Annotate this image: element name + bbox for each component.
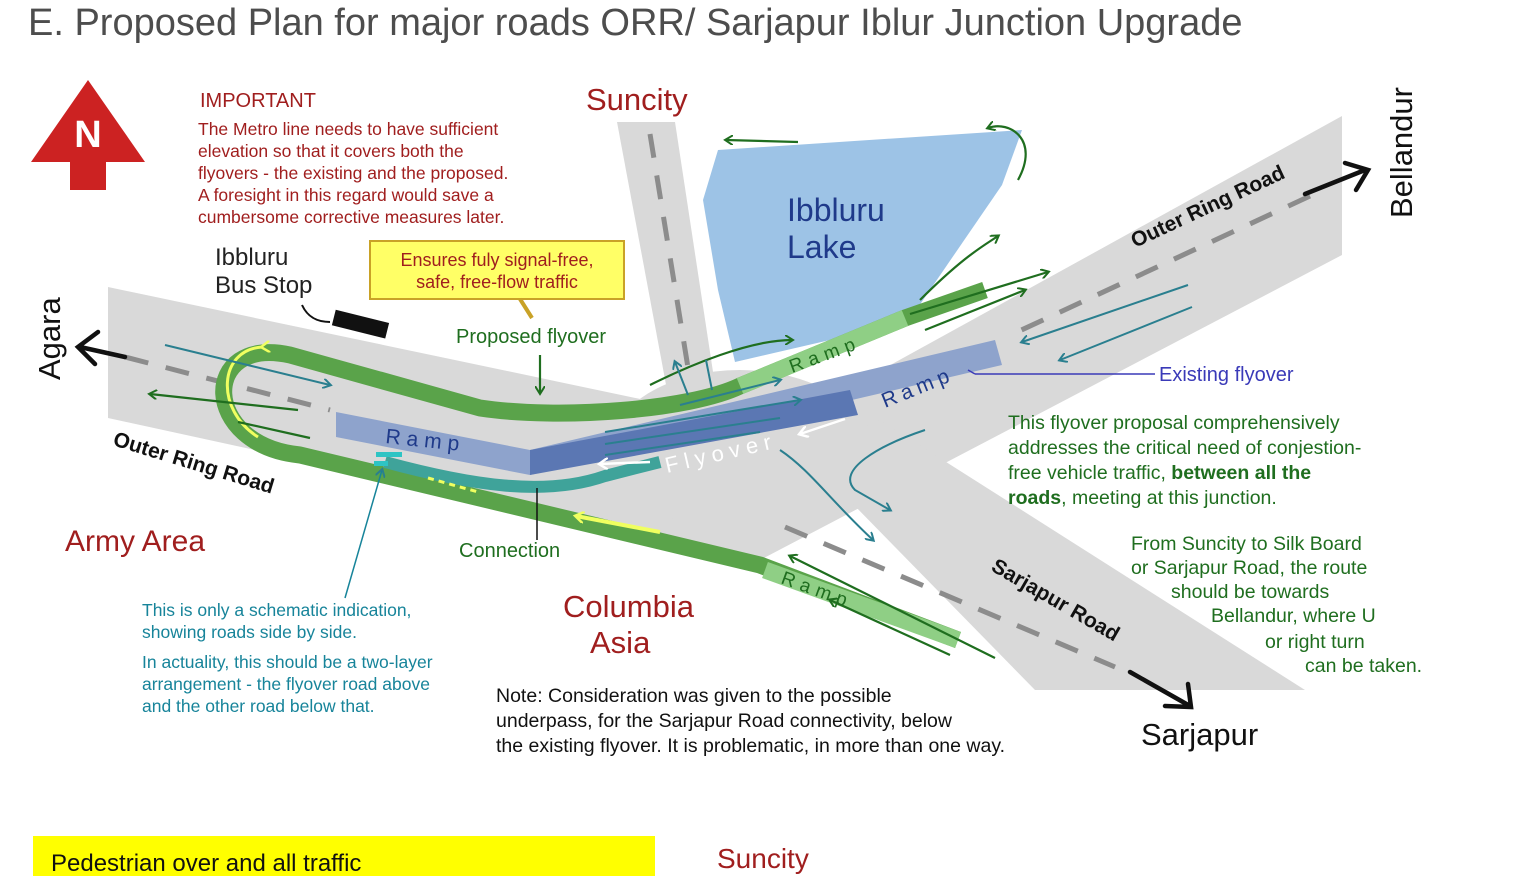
route-line: From Suncity to Silk Board xyxy=(1131,533,1362,555)
proposed-flyover-label: Proposed flyover xyxy=(456,326,606,348)
place-bellandur: Bellandur xyxy=(1384,87,1419,218)
svg-text:free vehicle traffic, between: free vehicle traffic, between all the xyxy=(1008,462,1311,484)
next-slide-suncity: Suncity xyxy=(717,843,809,874)
route-line: should be towards xyxy=(1171,581,1330,603)
arrow-to-agara xyxy=(74,329,128,367)
schematic-line: In actuality, this should be a two-layer xyxy=(142,652,433,672)
place-columbia-asia: Columbia xyxy=(563,589,695,624)
proposal-line: , meeting at this junction. xyxy=(1061,487,1277,509)
route-note: From Suncity to Silk Board or Sarjapur R… xyxy=(1131,533,1422,677)
direction-arrows xyxy=(74,160,1372,710)
schematic-note: This is only a schematic indication, sho… xyxy=(142,600,433,716)
flow-arrows-green xyxy=(150,126,1048,659)
route-line: Bellandur, where U xyxy=(1211,605,1376,627)
important-line: flyovers - the existing and the proposed… xyxy=(198,163,508,183)
proposed-flyover xyxy=(215,281,988,648)
proposal-line: free vehicle traffic, xyxy=(1008,462,1171,484)
route-line: or Sarjapur Road, the route xyxy=(1131,557,1367,579)
ibbluru-lake xyxy=(703,130,1022,362)
route-line: or right turn xyxy=(1265,631,1365,653)
next-slide-banner: Pedestrian over and all traffic xyxy=(33,836,655,877)
connection-label: Connection xyxy=(459,540,560,562)
important-note: IMPORTANT The Metro line needs to have s… xyxy=(198,90,508,227)
proposal-line: addresses the critical need of conjestio… xyxy=(1008,437,1361,459)
connection-junction-marker xyxy=(374,452,402,466)
loop-arrow-yellow xyxy=(225,347,262,439)
lake-label: Ibbluru xyxy=(787,192,885,228)
underpass-note: Note: Consideration was given to the pos… xyxy=(496,685,1005,757)
schematic-line: This is only a schematic indication, xyxy=(142,600,411,620)
proposal-note: This flyover proposal comprehensively ad… xyxy=(1008,412,1361,509)
existing-flyover-label: Existing flyover xyxy=(1159,364,1294,386)
place-suncity: Suncity xyxy=(586,82,688,117)
ramp-light-south xyxy=(762,562,961,648)
bus-stop-label: Ibbluru xyxy=(215,244,288,271)
lake-label: Lake xyxy=(787,229,856,265)
underpass-line: underpass, for the Sarjapur Road connect… xyxy=(496,710,953,732)
place-agara: Agara xyxy=(32,297,67,380)
svg-text:roads, meeting at this junctio: roads, meeting at this junction. xyxy=(1008,487,1277,509)
next-slide-banner-text: Pedestrian over and all traffic xyxy=(51,850,362,877)
place-army-area: Army Area xyxy=(65,525,205,558)
schematic-line: arrangement - the flyover road above xyxy=(142,674,430,694)
ramp-light-north xyxy=(736,310,909,394)
proposal-line: This flyover proposal comprehensively xyxy=(1008,412,1340,434)
route-line: can be taken. xyxy=(1305,655,1422,677)
bus-stop-shelter xyxy=(331,309,390,339)
ramp-label: Ramp xyxy=(778,568,855,613)
connection-road xyxy=(383,456,662,493)
underpass-line: the existing flyover. It is problematic,… xyxy=(496,735,1005,757)
compass-letter: N xyxy=(74,114,101,156)
callout-line: safe, free-flow traffic xyxy=(416,272,578,292)
callout-line: Ensures fuly signal-free, xyxy=(400,250,593,270)
proposal-emphasis: roads xyxy=(1008,487,1061,509)
arrow-to-sarjapur xyxy=(1127,669,1194,710)
north-compass-icon: N xyxy=(31,80,145,190)
slide-title: E. Proposed Plan for major roads ORR/ Sa… xyxy=(28,2,1243,44)
important-heading: IMPORTANT xyxy=(200,90,316,112)
place-columbia-asia: Asia xyxy=(590,625,651,660)
schematic-line: and the other road below that. xyxy=(142,696,375,716)
flow-arrows-teal xyxy=(164,284,1193,540)
important-line: elevation so that it covers both the xyxy=(198,141,464,161)
underpass-line: Note: Consideration was given to the pos… xyxy=(496,685,892,707)
important-line: A foresight in this regard would save a xyxy=(198,185,494,205)
place-sarjapur: Sarjapur xyxy=(1141,717,1258,752)
arrow-to-bellandur xyxy=(1302,160,1372,197)
schematic-line: showing roads side by side. xyxy=(142,622,357,642)
important-line: The Metro line needs to have sufficient xyxy=(198,119,498,139)
sarjapur-road xyxy=(805,420,1305,690)
signal-free-callout: Ensures fuly signal-free, safe, free-flo… xyxy=(369,240,625,320)
important-line: cumbersome corrective measures later. xyxy=(198,207,504,227)
proposal-emphasis: between all the xyxy=(1171,462,1311,484)
suncity-road xyxy=(617,122,715,390)
bus-stop-label: Bus Stop xyxy=(215,272,312,299)
